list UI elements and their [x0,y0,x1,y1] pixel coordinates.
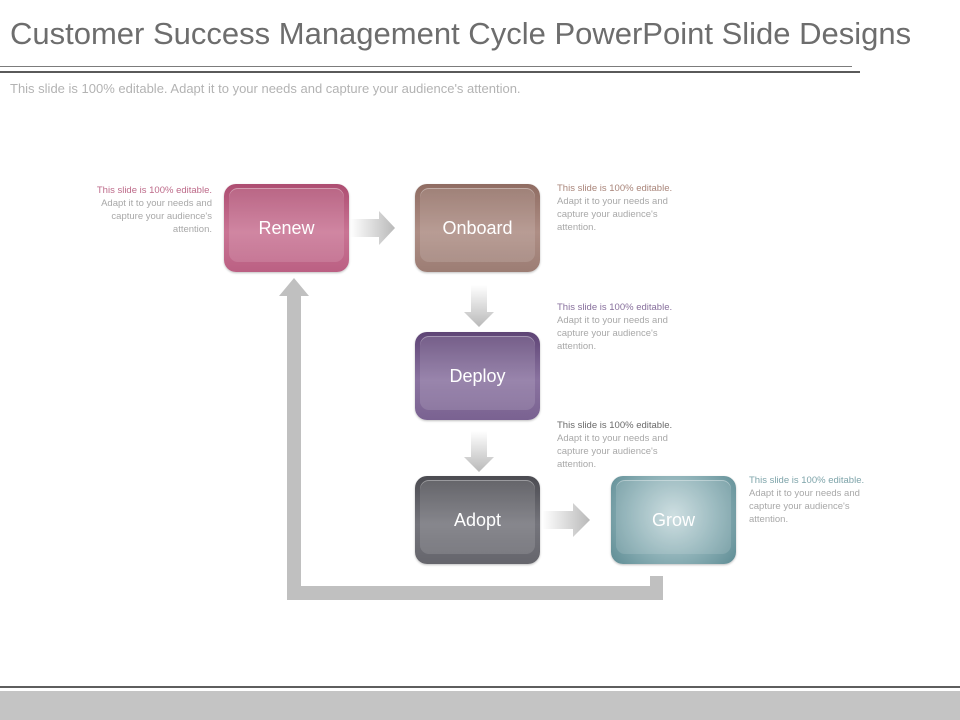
step-deploy[interactable]: Deploy [415,332,540,420]
step-deploy-label: Deploy [449,365,506,386]
step-grow-label: Grow [651,509,695,530]
arrow-adopt-to-grow [542,503,590,537]
adopt-description: This slide is 100% editable.Adapt it to … [557,420,673,470]
grow-description: This slide is 100% editable.Adapt it to … [749,475,865,525]
title-rule-thick [0,71,860,73]
arrow-renew-to-onboard [350,211,395,245]
arrow-deploy-to-adopt [464,431,494,472]
deploy-description: This slide is 100% editable.Adapt it to … [557,302,673,352]
footer-rule [0,686,960,688]
arrow-onboard-to-deploy [464,285,494,327]
step-onboard[interactable]: Onboard [415,184,540,272]
slide-subtitle: This slide is 100% editable. Adapt it to… [10,81,521,96]
renew-description: This slide is 100% editable.Adapt it to … [96,185,212,235]
step-adopt[interactable]: Adopt [415,476,540,564]
step-adopt-label: Adopt [453,509,502,530]
step-grow[interactable]: Grow [611,476,736,564]
step-onboard-label: Onboard [442,217,513,238]
step-renew-label: Renew [258,217,315,238]
onboard-description: This slide is 100% editable.Adapt it to … [557,183,673,233]
slide-title: Customer Success Management Cycle PowerP… [10,16,912,51]
footer-bar [0,691,960,720]
step-renew[interactable]: Renew [224,184,349,272]
title-rule-thin [0,66,852,67]
